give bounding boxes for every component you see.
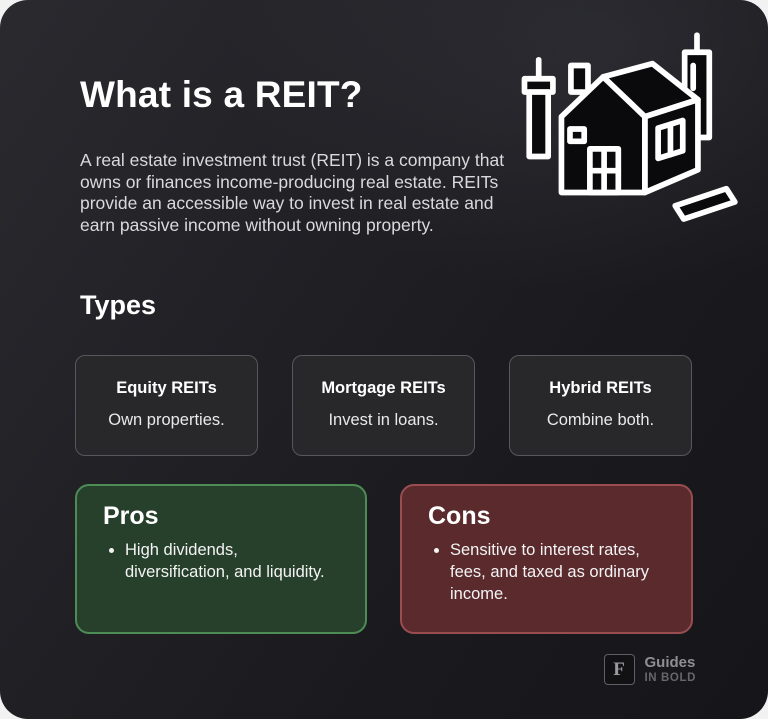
page-title: What is a REIT? — [80, 74, 363, 115]
logo-monogram-icon: F — [603, 654, 635, 685]
type-card-subtitle: Combine both. — [546, 411, 655, 429]
type-card-hybrid: Hybrid REITs Combine both. — [509, 355, 692, 456]
cons-card: Cons Sensitive to interest rates, fees, … — [400, 484, 693, 634]
type-card-title: Mortgage REITs — [321, 379, 446, 397]
pros-card: Pros High dividends, diversification, an… — [75, 484, 367, 634]
pros-title: Pros — [103, 502, 159, 530]
logo-name: Guides — [644, 654, 696, 672]
cons-list-item: Sensitive to interest rates, fees, and t… — [450, 540, 650, 605]
type-cards-row: Equity REITs Own properties. Mortgage RE… — [75, 355, 692, 456]
type-card-subtitle: Invest in loans. — [328, 411, 439, 429]
type-card-subtitle: Own properties. — [108, 411, 225, 429]
house-illustration — [508, 20, 740, 238]
intro-paragraph: A real estate investment trust (REIT) is… — [80, 150, 505, 236]
pros-list-item: High dividends, diversification, and liq… — [125, 540, 325, 584]
pros-list: High dividends, diversification, and liq… — [103, 540, 339, 584]
type-card-title: Equity REITs — [116, 379, 217, 397]
brand-logo: F Guides IN BOLD — [603, 654, 696, 685]
type-card-mortgage: Mortgage REITs Invest in loans. — [292, 355, 475, 456]
type-card-equity: Equity REITs Own properties. — [75, 355, 258, 456]
logo-text: Guides IN BOLD — [645, 654, 696, 684]
cons-list: Sensitive to interest rates, fees, and t… — [428, 540, 665, 605]
types-heading: Types — [80, 290, 157, 320]
type-card-title: Hybrid REITs — [549, 379, 652, 397]
cons-title: Cons — [428, 502, 491, 530]
house-icon — [521, 32, 738, 222]
logo-tagline: IN BOLD — [644, 671, 696, 684]
